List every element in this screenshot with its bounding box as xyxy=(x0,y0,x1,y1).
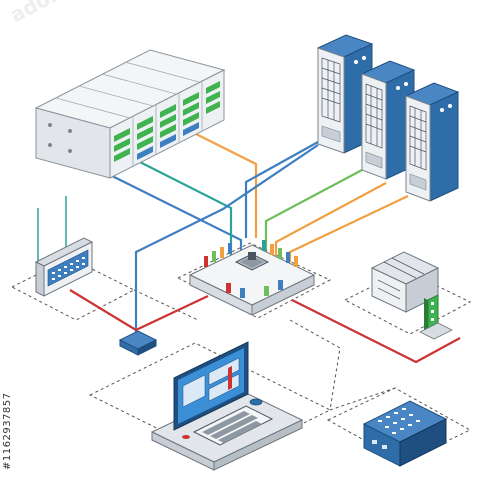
rack-blue-panels xyxy=(137,122,199,160)
desktop-zone xyxy=(88,342,332,463)
cable-orange-storage-to-switch xyxy=(177,124,258,238)
storage-rack-icon xyxy=(34,49,226,179)
rack-side-screws xyxy=(48,123,72,153)
patch-panel-zone xyxy=(326,387,472,463)
dashed-link-b xyxy=(289,319,341,411)
network-switch-icon xyxy=(188,240,316,316)
cable-teal-storage-to-switch xyxy=(121,152,233,255)
cable-blue-server-to-switch xyxy=(244,141,319,238)
rack-led-panels xyxy=(114,81,220,162)
computer-monitor-icon xyxy=(150,341,304,471)
cable-red-router-to-switch xyxy=(69,289,209,332)
dashed-link-c xyxy=(329,387,396,411)
cable-green-server-to-switch xyxy=(264,169,363,250)
server-tower-icon xyxy=(316,34,460,202)
switch-port-connectors xyxy=(204,240,298,298)
switch-zone xyxy=(176,242,332,319)
ups-icon xyxy=(370,251,453,340)
cable-orange-server-to-switch xyxy=(274,182,387,256)
cable-red-switch-to-ups xyxy=(291,299,461,364)
cable-blue-storage-to-switch xyxy=(95,167,243,257)
cable-blue-drop-to-port xyxy=(134,144,319,332)
patch-panel-icon xyxy=(362,400,448,467)
rack-dividers xyxy=(55,61,203,166)
network-port-icon xyxy=(118,330,158,356)
server-tower-3 xyxy=(404,82,460,202)
cable-orange2-server-to-switch xyxy=(288,195,409,262)
wifi-router-icon xyxy=(34,196,94,297)
server-tower-1 xyxy=(316,34,374,154)
